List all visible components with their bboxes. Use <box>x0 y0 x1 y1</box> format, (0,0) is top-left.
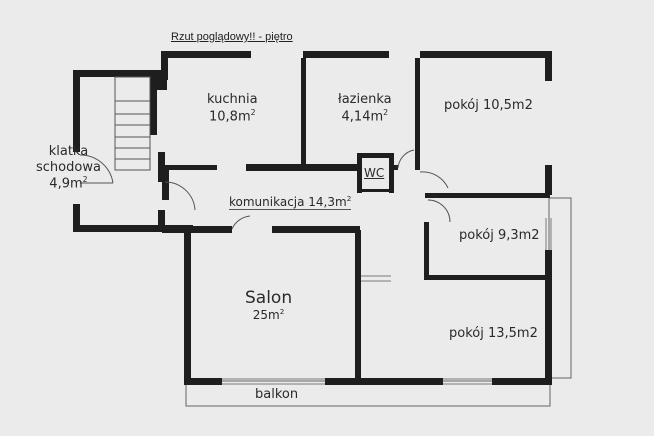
door-swings <box>79 149 451 230</box>
room-name: Salon <box>245 288 293 308</box>
room-name: łazienka <box>338 92 392 107</box>
room-name: kuchnia <box>207 92 258 107</box>
room-name: klatka <box>48 144 89 159</box>
windows <box>222 218 552 385</box>
room-area: 4,9m2 <box>49 175 88 192</box>
balkon-label: balkon <box>255 387 299 402</box>
room-pokoj-10-5-label: pokój 10,5m2 <box>444 98 533 113</box>
walls <box>73 51 552 385</box>
room-pokoj-13-5-label: pokój 13,5m2 <box>449 326 538 341</box>
room-area: 10,8m2 <box>209 107 256 124</box>
room-name: schodowa <box>36 159 101 175</box>
plan-title: Rzut poglądowy!! - piętro <box>171 31 293 43</box>
room-area: 4,14m2 <box>341 107 389 124</box>
room-salon-label: Salon 25m2 <box>245 288 292 323</box>
room-wc-label: WC <box>364 166 385 180</box>
room-klatka-label: klatka schodowa 4,9m2 <box>36 144 101 192</box>
room-komunikacja-label: komunikacja 14,3m2 <box>229 194 352 211</box>
room-area: 25m2 <box>252 307 285 323</box>
staircase-steps <box>114 76 151 171</box>
room-kuchnia-label: kuchnia 10,8m2 <box>207 92 258 125</box>
room-lazienka-label: łazienka 4,14m2 <box>338 92 392 125</box>
room-pokoj-9-3-label: pokój 9,3m2 <box>459 228 540 243</box>
